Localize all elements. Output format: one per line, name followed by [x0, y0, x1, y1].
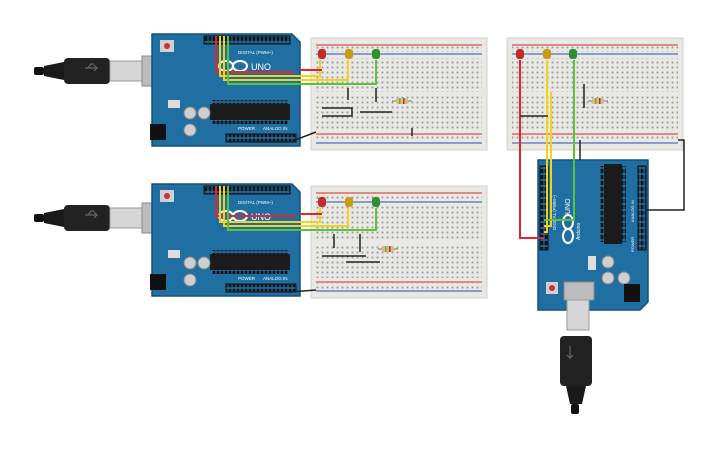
- led-yellow[interactable]: [345, 49, 353, 59]
- wires: [215, 186, 380, 293]
- led-yellow[interactable]: [345, 197, 353, 207]
- wires: [215, 36, 413, 143]
- circuit-2: DIGITAL (PWM~) UNO POWER ANALOG IN: [34, 183, 488, 299]
- breadboard[interactable]: [310, 185, 488, 299]
- usb-cable-icon: [34, 202, 161, 234]
- breadboard[interactable]: [506, 37, 684, 151]
- circuit-3: DIGITAL (PWM~) Arduino UNO POWER ANALOG …: [506, 37, 685, 414]
- analog-label: ANALOG IN: [630, 200, 635, 222]
- usb-cable-icon: [560, 281, 595, 414]
- led-red[interactable]: [318, 49, 326, 59]
- digital-label: DIGITAL (PWM~): [238, 50, 273, 55]
- arduino-uno-board[interactable]: DIGITAL (PWM~) Arduino UNO POWER ANALOG …: [537, 159, 649, 311]
- power-label: POWER: [630, 237, 635, 252]
- uno-label: UNO: [565, 198, 572, 214]
- led-yellow[interactable]: [543, 49, 551, 59]
- arduino-uno-board[interactable]: DIGITAL (PWM~) UNO POWER ANALOG IN: [150, 183, 301, 297]
- usb-cable-icon: [34, 55, 161, 87]
- circuit-1: DIGITAL (PWM~) UNO POWER ANALOG IN: [34, 33, 488, 151]
- analog-label: ANALOG IN: [263, 126, 288, 131]
- power-label: POWER: [238, 126, 256, 131]
- wires: [519, 60, 685, 239]
- brand-label: Arduino: [576, 223, 582, 240]
- breadboard[interactable]: [310, 37, 488, 151]
- arduino-logo-icon: [562, 214, 574, 244]
- led-green[interactable]: [372, 49, 380, 59]
- digital-label: DIGITAL (PWM~): [552, 195, 557, 230]
- digital-label: DIGITAL (PWM~): [238, 200, 273, 205]
- power-label: POWER: [238, 276, 256, 281]
- resistor-icon[interactable]: [392, 98, 412, 104]
- arduino-uno-board[interactable]: DIGITAL (PWM~) UNO POWER ANALOG IN: [150, 33, 301, 147]
- led-red[interactable]: [516, 49, 524, 59]
- resistor-icon[interactable]: [588, 98, 608, 104]
- analog-label: ANALOG IN: [263, 276, 288, 281]
- resistor-icon[interactable]: [378, 246, 398, 252]
- led-green[interactable]: [372, 197, 380, 207]
- led-green[interactable]: [569, 49, 577, 59]
- led-red[interactable]: [318, 197, 326, 207]
- uno-label: UNO: [251, 62, 271, 72]
